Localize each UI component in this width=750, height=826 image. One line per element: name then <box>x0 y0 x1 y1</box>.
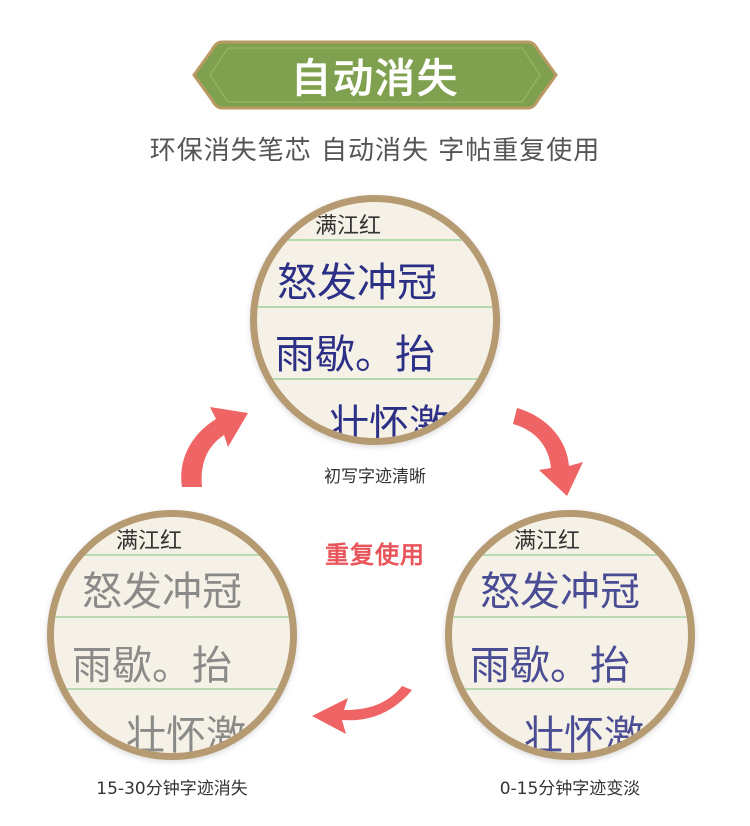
curved-arrow-down-icon <box>513 408 583 496</box>
poem-line-2: 雨歇。抬 <box>72 643 232 689</box>
paper-lines <box>257 216 493 380</box>
paper-lines <box>54 554 290 690</box>
poem-title: 满江红 <box>315 214 382 239</box>
poem-line-3: 壮怀激 <box>329 402 449 445</box>
banner-shape <box>192 40 558 110</box>
paper-lines <box>452 554 688 690</box>
poem-line-2: 雨歇。抬 <box>470 643 630 689</box>
poem-title: 满江红 <box>514 529 581 554</box>
title-banner: 自动消失 <box>188 36 562 114</box>
poem-line-3: 壮怀激 <box>126 713 246 759</box>
poem-title: 满江红 <box>116 529 183 554</box>
poem-line-1: 怒发冲冠 <box>82 569 242 615</box>
reuse-label: 重复使用 <box>325 541 425 569</box>
circle-clear-writing: 满江红 怒发冲冠 雨歇。抬 壮怀激 <box>250 195 500 445</box>
poem-line-3: 壮怀激 <box>524 713 644 759</box>
subtitle: 环保消失笔芯 自动消失 字帖重复使用 <box>149 136 601 166</box>
circle-vanished-writing: 满江红 怒发冲冠 雨歇。抬 壮怀激 <box>47 510 297 760</box>
poem-line-2: 雨歇。抬 <box>275 332 435 378</box>
caption-fading: 0-15分钟字迹变淡 <box>499 779 641 799</box>
banner-title: 自动消失 <box>291 56 459 102</box>
caption-clear: 初写字迹清晰 <box>324 467 426 487</box>
poem-line-1: 怒发冲冠 <box>480 569 640 615</box>
circle-fading-writing: 满江红 怒发冲冠 雨歇。抬 壮怀激 <box>445 510 695 760</box>
caption-vanished: 15-30分钟字迹消失 <box>96 779 248 799</box>
curved-arrow-up-icon <box>181 407 248 487</box>
curved-arrow-left-icon <box>312 686 412 734</box>
poem-line-1: 怒发冲冠 <box>277 260 437 306</box>
